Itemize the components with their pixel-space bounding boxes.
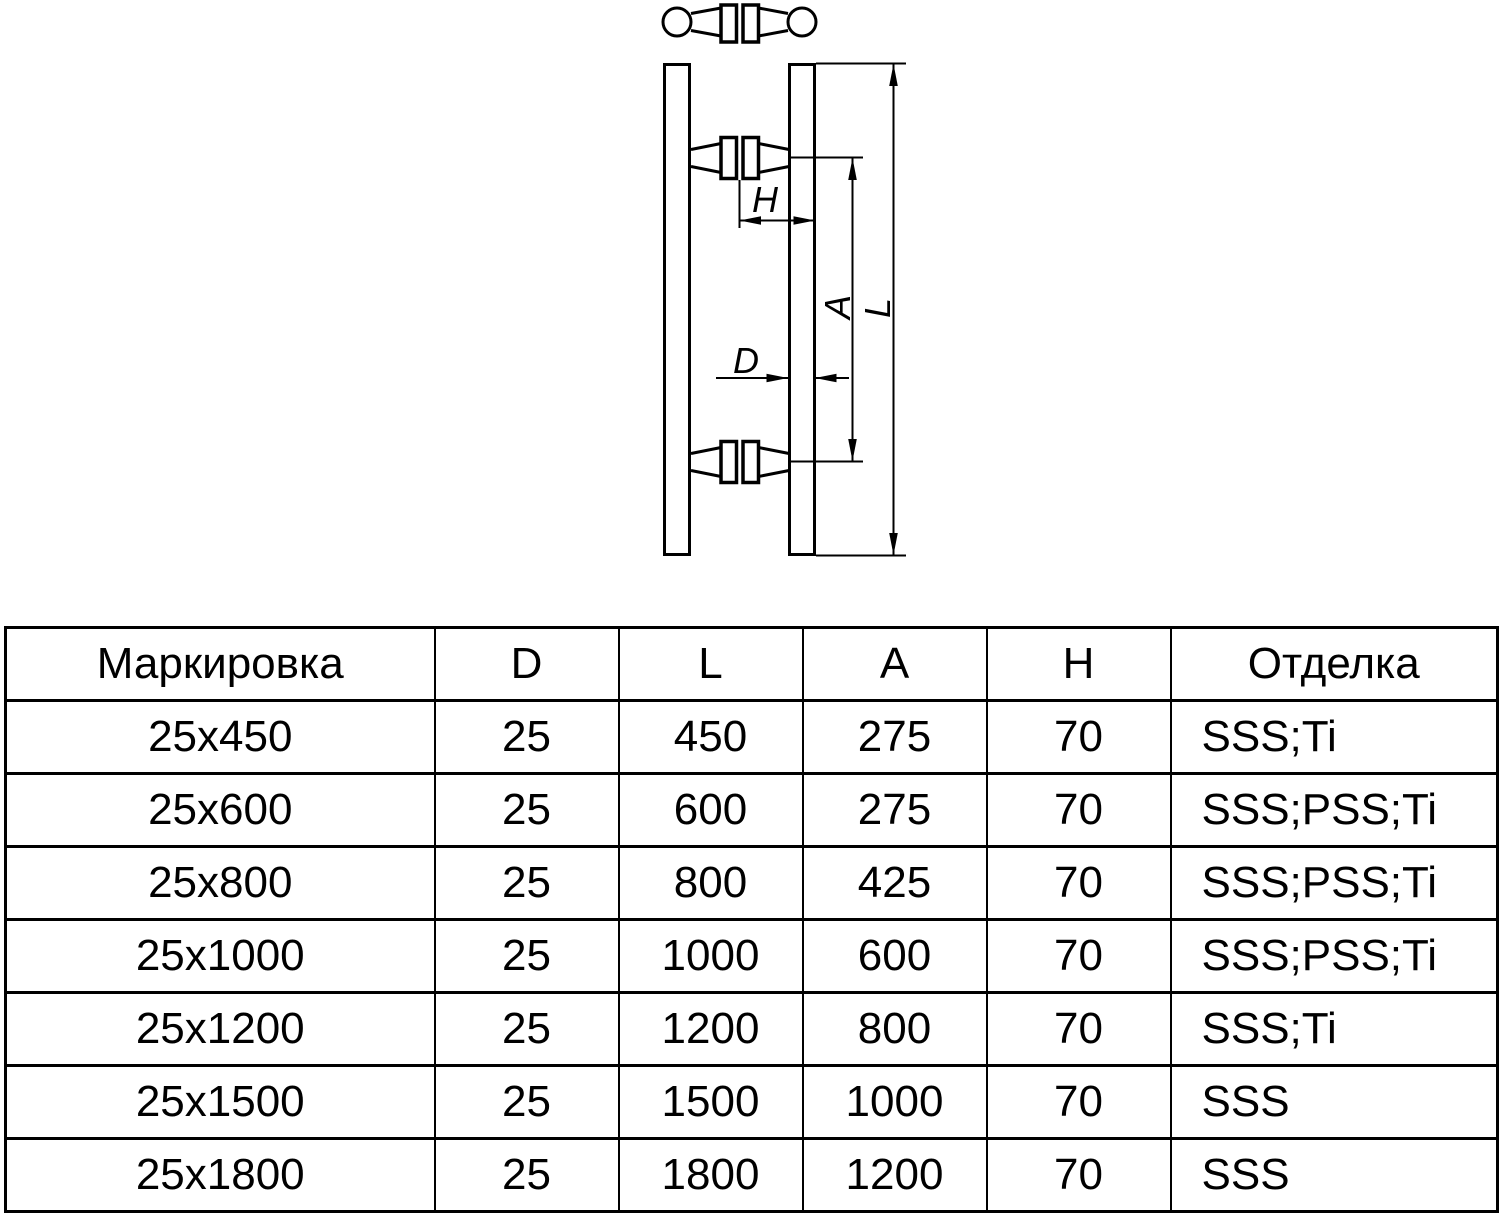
header-marking: Маркировка [4, 626, 436, 702]
cell-h: 70 [985, 699, 1172, 775]
cell-l: 450 [617, 699, 804, 775]
dimension-a-arrow-down [848, 439, 857, 461]
dimension-h-arrow-left [739, 216, 761, 225]
header-a: A [801, 626, 988, 702]
top-view-fixing-block-right [741, 3, 761, 44]
cell-finish: SSS;Ti [1169, 991, 1499, 1067]
upper-fixing-block-left [719, 135, 739, 181]
cell-h: 70 [985, 772, 1172, 848]
top-view-right-tube-section [786, 6, 818, 38]
cell-a: 275 [801, 699, 988, 775]
lower-fixing-left-stem [690, 446, 722, 478]
cell-h: 70 [985, 1137, 1172, 1213]
dimension-h-arrow-right [793, 216, 815, 225]
cell-d: 25 [433, 991, 620, 1067]
cell-marking: 25x450 [4, 699, 436, 775]
cell-marking: 25x1200 [4, 991, 436, 1067]
cell-l: 1000 [617, 918, 804, 994]
cell-finish: SSS;PSS;Ti [1169, 918, 1499, 994]
lower-fixing-right-stem [758, 446, 790, 478]
header-l: L [617, 626, 804, 702]
cell-l: 1200 [617, 991, 804, 1067]
table-row: 25x1200 25 1200 800 70 SSS;Ti [4, 991, 1499, 1067]
left-tube [663, 63, 691, 556]
upper-fixing-block-right [741, 135, 761, 181]
top-view-fixing-block-left [719, 3, 739, 44]
cell-marking: 25x1800 [4, 1137, 436, 1213]
extension-lines [738, 62, 906, 557]
cell-marking: 25x1500 [4, 1064, 436, 1140]
lower-fixing-block-left [719, 439, 739, 485]
cell-a: 1200 [801, 1137, 988, 1213]
cell-d: 25 [433, 918, 620, 994]
dimensions: H D A L [716, 62, 906, 557]
right-tube [788, 63, 816, 556]
dimension-label-l: L [857, 298, 898, 318]
dimension-d-arrow-left [815, 373, 837, 383]
table-header-row: Маркировка D L A H Отделка [4, 626, 1499, 702]
cell-a: 425 [801, 845, 988, 921]
cell-l: 1500 [617, 1064, 804, 1140]
cell-l: 600 [617, 772, 804, 848]
dimension-l-arrow-down [889, 533, 898, 555]
table-row: 25x600 25 600 275 70 SSS;PSS;Ti [4, 772, 1499, 848]
table-row: 25x1000 25 1000 600 70 SSS;PSS;Ti [4, 918, 1499, 994]
top-view-left-stem [690, 6, 722, 38]
table-row: 25x450 25 450 275 70 SSS;Ti [4, 699, 1499, 775]
lower-fixing-block-right [741, 439, 761, 485]
top-view-right-stem [758, 6, 789, 38]
top-view-left-tube-section [661, 6, 693, 38]
cell-marking: 25x600 [4, 772, 436, 848]
handle-drawing: H D A L [661, 3, 906, 557]
cell-d: 25 [433, 1137, 620, 1213]
cell-l: 800 [617, 845, 804, 921]
dimension-l-arrow-up [889, 64, 898, 86]
cell-finish: SSS;PSS;Ti [1169, 772, 1499, 848]
table-row: 25x1800 25 1800 1200 70 SSS [4, 1137, 1499, 1213]
dimension-label-h: H [752, 179, 779, 220]
cell-d: 25 [433, 845, 620, 921]
upper-fixing [690, 135, 790, 181]
cell-h: 70 [985, 918, 1172, 994]
spec-table: Маркировка D L A H Отделка 25x450 25 450… [4, 626, 1499, 1213]
cell-finish: SSS;PSS;Ti [1169, 845, 1499, 921]
upper-fixing-left-stem [690, 142, 722, 174]
lower-fixing [690, 439, 790, 485]
header-finish: Отделка [1169, 626, 1499, 702]
cell-l: 1800 [617, 1137, 804, 1213]
dimension-d-arrow-right [766, 373, 788, 383]
dimension-label-a: A [817, 295, 858, 321]
table-row: 25x800 25 800 425 70 SSS;PSS;Ti [4, 845, 1499, 921]
cell-a: 1000 [801, 1064, 988, 1140]
cell-finish: SSS;Ti [1169, 699, 1499, 775]
top-view [661, 3, 818, 44]
header-d: D [433, 626, 620, 702]
cell-a: 600 [801, 918, 988, 994]
cell-marking: 25x800 [4, 845, 436, 921]
cell-d: 25 [433, 772, 620, 848]
cell-finish: SSS [1169, 1137, 1499, 1213]
cell-a: 275 [801, 772, 988, 848]
header-h: H [985, 626, 1172, 702]
cell-h: 70 [985, 1064, 1172, 1140]
front-view [663, 63, 816, 556]
cell-d: 25 [433, 699, 620, 775]
cell-marking: 25x1000 [4, 918, 436, 994]
cell-h: 70 [985, 991, 1172, 1067]
upper-fixing-right-stem [758, 142, 790, 174]
cell-a: 800 [801, 991, 988, 1067]
cell-d: 25 [433, 1064, 620, 1140]
dimension-label-d: D [733, 340, 759, 381]
cell-finish: SSS [1169, 1064, 1499, 1140]
dimension-a-arrow-up [848, 158, 857, 180]
cell-h: 70 [985, 845, 1172, 921]
table-row: 25x1500 25 1500 1000 70 SSS [4, 1064, 1499, 1140]
